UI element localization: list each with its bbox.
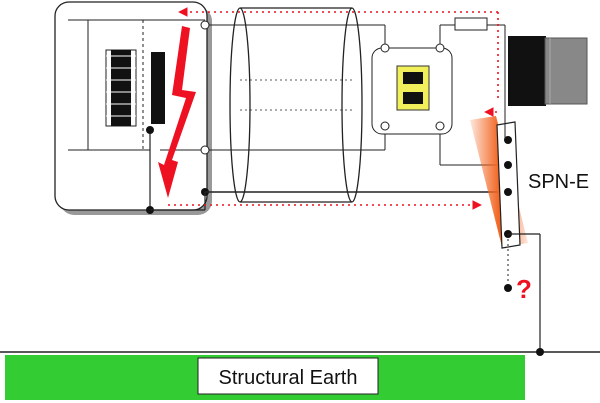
junction-dot-icon xyxy=(146,126,154,134)
load-block xyxy=(504,25,588,110)
junction-dot-icon xyxy=(504,188,512,196)
cable-sheath-right xyxy=(341,7,363,203)
transformer-core xyxy=(68,19,165,151)
junction-dot-icon xyxy=(504,284,512,292)
question-mark: ? xyxy=(516,274,532,304)
switch-device xyxy=(371,17,505,166)
lightning-bolt-icon xyxy=(158,26,196,198)
junction-dot-icon xyxy=(504,161,512,169)
spn-e-bar xyxy=(470,110,541,352)
terminal-bottom xyxy=(200,145,210,155)
terminal-top xyxy=(200,20,210,30)
cable-sheath-left xyxy=(229,7,251,203)
ground-label: Structural Earth xyxy=(219,367,358,389)
fault-current-paths xyxy=(168,7,499,210)
spn-e-label: SPN-E xyxy=(528,171,589,193)
cable xyxy=(205,7,500,203)
junction-dot-icon xyxy=(504,136,512,144)
fuse xyxy=(454,17,488,31)
structural-earth: Structural Earth xyxy=(0,348,600,400)
junction-dot-icon xyxy=(536,348,544,356)
